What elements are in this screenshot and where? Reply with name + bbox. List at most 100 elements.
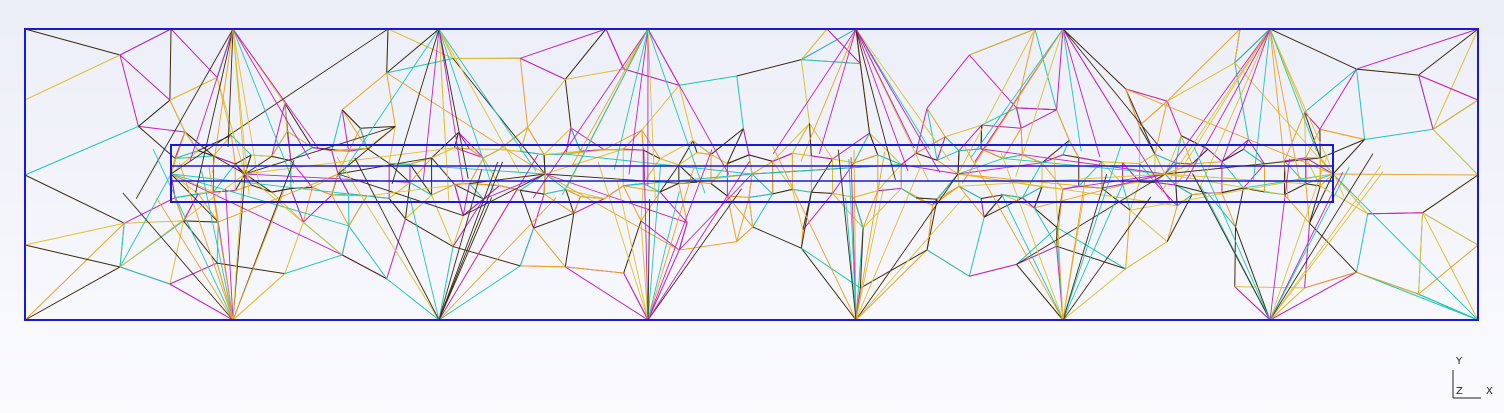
- mesh-edge: [169, 262, 218, 285]
- mesh-edge: [1125, 88, 1334, 175]
- mesh-edge: [604, 148, 624, 151]
- mesh-edge: [791, 189, 804, 231]
- mesh-edge: [227, 28, 234, 148]
- mesh-edge: [855, 28, 931, 150]
- mesh-edge: [613, 28, 649, 170]
- mesh-edge: [438, 154, 539, 321]
- mesh-edge: [544, 173, 679, 184]
- mesh-edge: [366, 147, 390, 164]
- mesh-edge: [454, 147, 484, 159]
- mesh-edge: [1020, 109, 1057, 129]
- mesh-edge: [331, 147, 367, 152]
- mesh-edge: [647, 149, 713, 321]
- mesh-edge: [438, 28, 469, 179]
- mesh-edge: [573, 196, 581, 214]
- mesh-edge: [533, 212, 574, 229]
- mesh-edge: [565, 153, 753, 175]
- mesh-edge: [119, 28, 172, 56]
- mesh-edge: [1062, 268, 1126, 321]
- mesh-edge: [564, 213, 575, 267]
- mesh-edge: [1191, 192, 1222, 196]
- mesh-edge: [1269, 171, 1384, 321]
- mesh-edge: [1304, 68, 1357, 113]
- mesh-edge: [862, 190, 879, 229]
- mesh-edge: [855, 165, 922, 321]
- mesh-edge: [271, 188, 291, 193]
- mesh-edge: [877, 187, 902, 192]
- mesh-edge: [438, 28, 450, 201]
- mesh-edge: [225, 189, 234, 321]
- mesh-edge: [1016, 264, 1064, 321]
- mesh-edge: [628, 28, 649, 175]
- mesh-edge: [284, 222, 304, 274]
- mesh-edge: [772, 123, 810, 162]
- mesh-edge: [643, 182, 661, 193]
- mesh-edge: [234, 173, 246, 191]
- mesh-edge: [752, 226, 802, 249]
- mesh-edge: [855, 28, 861, 64]
- mesh-edge: [1122, 173, 1166, 185]
- mesh-edge: [244, 126, 396, 175]
- mesh-edge: [519, 190, 535, 229]
- mesh-edge: [123, 197, 176, 224]
- mesh-edge: [337, 151, 350, 175]
- inner-strip-boundary: [170, 144, 1334, 203]
- mesh-edge: [195, 28, 234, 193]
- mesh-edge: [980, 148, 1166, 175]
- mesh-edge: [1304, 271, 1357, 289]
- mesh-edge: [597, 161, 649, 321]
- mesh-edge: [983, 197, 1023, 218]
- mesh-edge: [1154, 153, 1177, 164]
- mesh-edge: [837, 149, 857, 321]
- mesh-edge: [926, 249, 970, 277]
- mesh-edge: [1269, 28, 1345, 197]
- mesh-edge: [232, 28, 259, 182]
- mesh-edge: [520, 150, 545, 156]
- mesh-edge: [438, 197, 557, 321]
- mesh-edge: [1002, 127, 1022, 159]
- mesh-edge: [119, 173, 246, 268]
- mesh-edge: [244, 154, 252, 175]
- mesh-edge: [1166, 28, 1241, 102]
- mesh-edge: [391, 28, 440, 185]
- mesh-edge: [1418, 74, 1434, 130]
- mesh-edge: [901, 188, 917, 199]
- mesh-edge: [1191, 161, 1222, 165]
- mesh-edge: [980, 194, 1004, 199]
- mesh-edge: [1367, 212, 1423, 215]
- mesh-edge: [1101, 183, 1123, 189]
- mesh-edge: [1033, 186, 1043, 209]
- mesh-edge: [678, 222, 688, 251]
- mesh-edge: [119, 223, 125, 268]
- mesh-edge: [647, 188, 742, 321]
- mesh-edge: [232, 161, 245, 321]
- mesh-edge: [1253, 28, 1271, 180]
- mesh-edge: [1221, 139, 1249, 162]
- mesh-edge: [869, 132, 879, 156]
- mesh-edge: [1125, 88, 1168, 102]
- mesh-edge: [623, 272, 649, 321]
- mesh-edge: [1235, 226, 1271, 321]
- mesh-edge: [469, 183, 484, 200]
- mesh-edge: [138, 125, 186, 133]
- mesh-edge: [1175, 135, 1182, 164]
- mesh-edge: [647, 28, 656, 199]
- mesh-edge: [331, 173, 339, 196]
- mesh-edge: [1138, 100, 1168, 127]
- mesh-edge: [422, 28, 440, 181]
- mesh-edge: [174, 193, 199, 199]
- mesh-edge: [170, 28, 389, 175]
- mesh-edge: [571, 28, 649, 167]
- mesh-edge: [1056, 189, 1064, 247]
- mesh-edge: [1418, 212, 1424, 295]
- mesh-edge: [336, 156, 440, 321]
- mesh-edge: [341, 254, 387, 280]
- mesh-edge: [860, 249, 928, 289]
- mesh-edge: [184, 131, 214, 157]
- mesh-edge: [640, 220, 680, 251]
- mesh-edge: [957, 173, 1178, 207]
- mesh-edge: [1138, 125, 1156, 155]
- mesh-edge: [438, 265, 521, 321]
